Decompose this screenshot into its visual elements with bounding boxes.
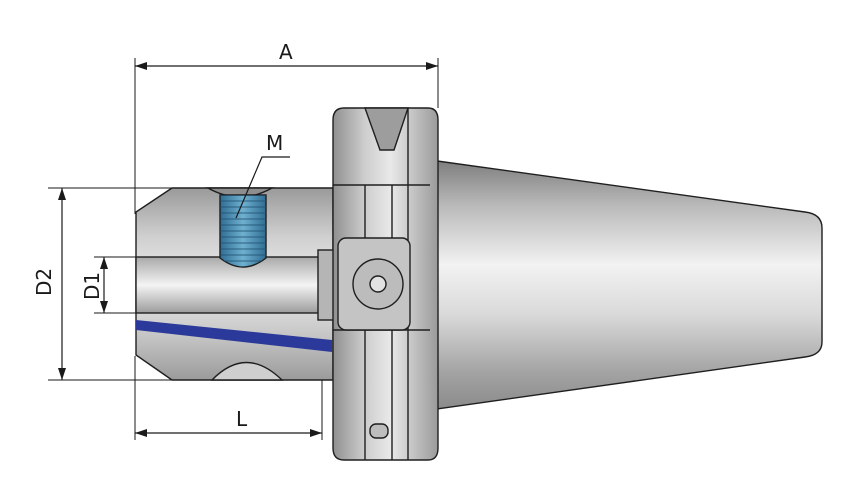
- arrow-a-left: [135, 62, 147, 70]
- arrow-l-left: [135, 429, 147, 437]
- arrow-d2-bottom: [58, 368, 66, 380]
- label-l: L: [236, 407, 248, 431]
- taper-shank: [429, 159, 823, 411]
- arrow-a-right: [426, 62, 438, 70]
- label-a: A: [279, 40, 293, 64]
- bottom-slot: [369, 423, 389, 439]
- thread-lines: [220, 195, 266, 267]
- leader-m: [235, 156, 290, 219]
- relief-arc-bottom: [210, 361, 284, 381]
- coolant-channel: [136, 320, 332, 352]
- arrow-l-right: [310, 429, 322, 437]
- arrow-d1-bottom: [100, 301, 108, 313]
- orientation-hole-inner: [369, 275, 387, 293]
- label-d2: D2: [32, 268, 56, 296]
- v-groove-top: [364, 107, 409, 151]
- label-d1: D1: [80, 272, 104, 300]
- arrow-d1-top: [100, 257, 108, 269]
- arrow-d2-top: [58, 188, 66, 200]
- label-m: M: [266, 131, 283, 155]
